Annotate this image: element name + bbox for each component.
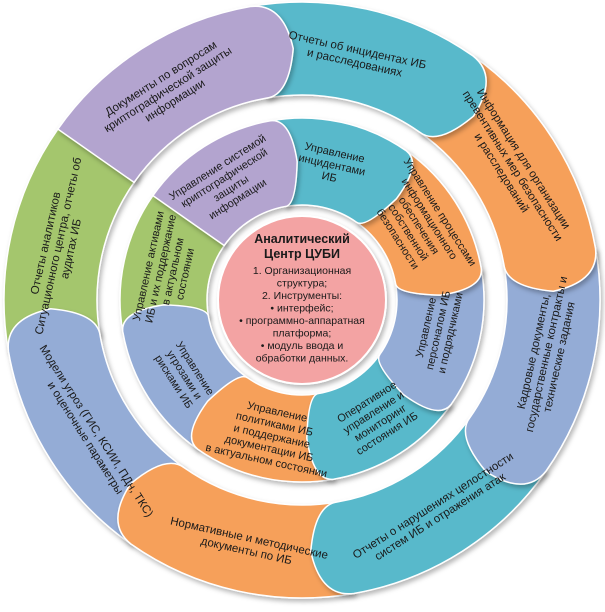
center-line-8: обработки данных.	[256, 353, 349, 365]
inner-ring: Управление системойкриптографическойзащи…	[119, 117, 485, 483]
center-line-6: платформа;	[273, 328, 332, 340]
center-title-line1: Аналитический	[254, 232, 350, 246]
center-line-5: • программно-аппаратная	[239, 315, 365, 327]
center-line-7: • модуль ввода и	[261, 340, 344, 352]
center-circle	[217, 215, 387, 385]
inner-label-3: Управление процессамиинформационногообес…	[359, 156, 479, 295]
inner-segment-2	[269, 117, 414, 224]
inner-segment-6	[190, 376, 335, 483]
inner-label-2-line: ИБ	[320, 170, 337, 185]
center-node: Аналитический Центр ЦУБИ 1. Организацион…	[217, 215, 387, 385]
outer-segment-6	[117, 462, 355, 599]
outer-segment-2	[249, 1, 487, 138]
center-line-1: 1. Организационная	[253, 265, 351, 277]
outer-segment-4	[464, 247, 601, 485]
center-title-line2: Центр ЦУБИ	[264, 247, 340, 261]
center-line-2: структура;	[277, 278, 327, 290]
center-line-3: 2. Инструменты:	[262, 290, 342, 302]
inner-segment-1	[151, 120, 298, 247]
inner-segment-4	[378, 267, 485, 412]
center-line-4: • интерфейс;	[270, 303, 333, 315]
outer-segment-1	[56, 5, 294, 184]
